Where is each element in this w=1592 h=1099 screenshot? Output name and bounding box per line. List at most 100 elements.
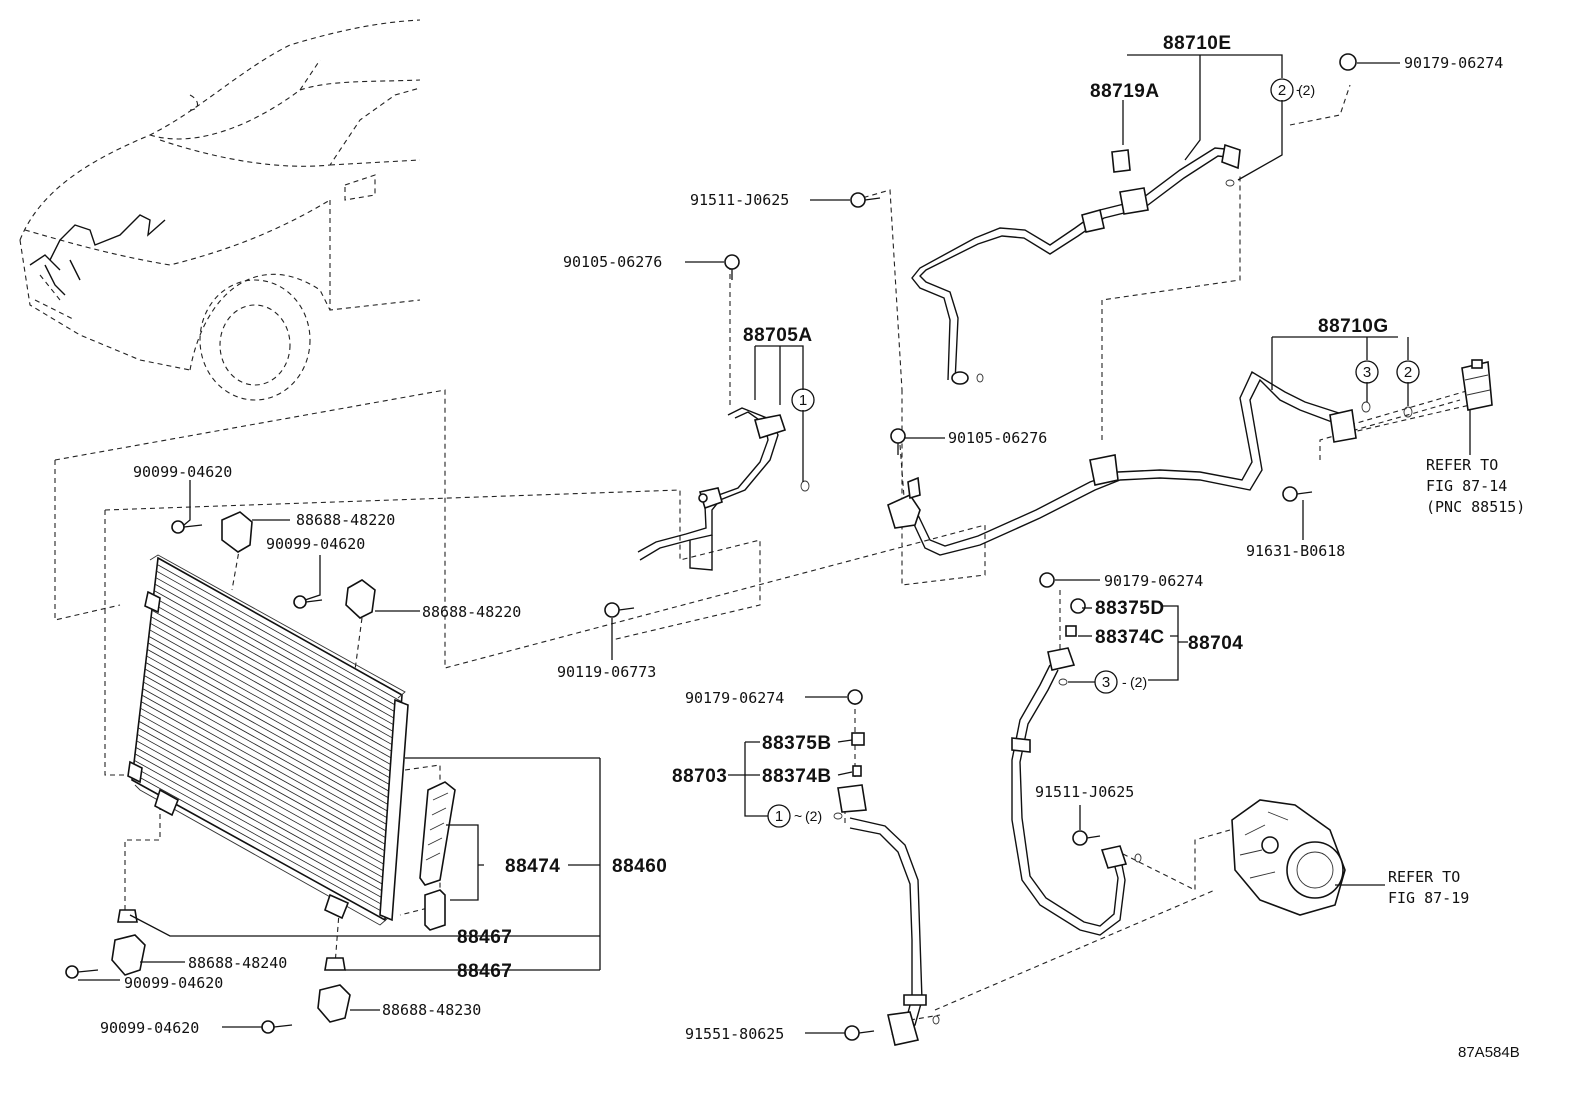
callout-88710G[interactable]: 88710G [1318,316,1389,337]
refer-note-1-line-3: (PNC 88515) [1426,498,1525,516]
pipe-88710G [887,370,1357,556]
condenser-fin-line [144,668,394,808]
condenser-fin-line [140,707,391,848]
svg-text:-: - [1296,81,1301,97]
callout-88460[interactable]: 88460 [612,856,667,877]
circled-markers: 2 (2) - 1 3 2 3 - (2) 1 ~ (2) [767,78,1420,828]
callout-90179-06274-top[interactable]: 90179-06274 [1404,54,1503,72]
condenser-fin-line [152,603,399,742]
marker-circle-3-right [1355,360,1379,384]
marker-3-right: 3 [1363,364,1371,381]
marker-circle-1-lower [767,804,791,828]
reference-notes: REFER TO FIG 87-14 (PNC 88515) REFER TO … [1388,456,1525,907]
hose-88703 [837,784,927,1046]
callout-90179-06274-mid[interactable]: 90179-06274 [1104,572,1203,590]
callout-88467-b[interactable]: 88467 [457,961,512,982]
condenser-fin-line [136,740,389,881]
condenser-fin-line [147,642,396,782]
condenser-fin-line [143,681,393,822]
callout-90119-06773[interactable]: 90119-06773 [557,663,656,681]
refer-note-2-line-1: REFER TO [1388,868,1460,886]
condenser-fin-line [147,649,396,788]
marker-2-top-qty: (2) [1298,82,1315,98]
hose-88704 [1011,647,1128,936]
refer-note-1-line-2[interactable]: FIG 87-14 [1426,477,1507,495]
callout-90105-06276-upper[interactable]: 90105-06276 [563,253,662,271]
callout-88688-48230[interactable]: 88688-48230 [382,1001,481,1019]
condenser-fin-line [145,662,395,802]
marker-1-upper: 1 [799,392,807,409]
pipe-88710E [911,143,1241,385]
expansion-valve [1461,359,1493,411]
condenser-fin-line [149,629,397,769]
marker-2-right: 2 [1404,364,1412,381]
callout-88719A[interactable]: 88719A [1090,81,1160,102]
marker-2-top: 2 [1278,82,1286,99]
condenser-fin-line [148,636,397,775]
marker-3-mid-qty: (2) [1130,674,1147,690]
refer-note-2-line-2[interactable]: FIG 87-19 [1388,889,1469,907]
svg-text:~: ~ [794,808,802,824]
callout-88688-48240[interactable]: 88688-48240 [188,954,287,972]
callout-90099-04620-d[interactable]: 90099-04620 [100,1019,199,1037]
figure-code: 87A584B [1458,1044,1520,1061]
condenser-fin-line [144,675,394,815]
marker-1-lower: 1 [775,808,783,825]
callout-91551-80625[interactable]: 91551-80625 [685,1025,784,1043]
condenser-fin-line [133,766,387,908]
callout-88374C[interactable]: 88374C [1095,627,1165,648]
condenser-fin-line [154,583,401,722]
condenser-fin-line [137,727,390,868]
condenser-fin-line [142,688,393,828]
callout-88374B[interactable]: 88374B [762,766,832,787]
condenser-fin-line [140,701,392,841]
condenser-fin-line [135,747,388,888]
condenser-fin-line [134,760,387,901]
condenser-fin-line [157,564,402,702]
compressor [1231,799,1346,916]
callout-88704[interactable]: 88704 [1188,633,1243,654]
condenser-fin-line [146,655,395,795]
callout-88703[interactable]: 88703 [672,766,727,787]
pipe-88705A [637,407,787,571]
fasteners [604,53,1413,1041]
condenser-fin-line [137,733,389,875]
callout-91511-J0625-top[interactable]: 91511-J0625 [690,191,789,209]
condenser-fin-line [150,616,398,755]
callout-90179-06274-low[interactable]: 90179-06274 [685,689,784,707]
callout-88467-a[interactable]: 88467 [457,927,512,948]
condenser-assembly [127,554,409,926]
callout-88688-48220-a[interactable]: 88688-48220 [296,511,395,529]
condenser-fin-line [155,577,401,716]
callout-90099-04620-b[interactable]: 90099-04620 [266,535,365,553]
callout-88688-48220-b[interactable]: 88688-48220 [422,603,521,621]
part-number-callouts: 88710E 88719A 90179-06274 91511-J0625 90… [100,33,1503,1043]
condenser-fin-line [141,694,392,835]
leader-lines [78,54,1471,1034]
marker-circle-3-mid [1094,670,1118,694]
receiver-desiccant [419,781,456,931]
marker-circle-2-top [1270,78,1294,102]
marker-circle-1-upper [791,388,815,412]
condenser-fin-line [132,773,386,914]
condenser-fin-line [153,590,400,729]
marker-circle-2-right [1396,360,1420,384]
svg-text:-: - [1122,674,1127,690]
condenser-fin-line [134,753,388,894]
callout-91511-J0625-low[interactable]: 91511-J0625 [1035,783,1134,801]
callout-88474[interactable]: 88474 [505,856,560,877]
callout-90105-06276-lower[interactable]: 90105-06276 [948,429,1047,447]
callout-88375D[interactable]: 88375D [1095,598,1165,619]
callout-90099-04620-c[interactable]: 90099-04620 [124,974,223,992]
callout-88375B[interactable]: 88375B [762,733,832,754]
callout-88705A[interactable]: 88705A [743,325,813,346]
condenser-fin-line [153,596,400,736]
callout-90099-04620-a[interactable]: 90099-04620 [133,463,232,481]
marker-3-mid: 3 [1102,674,1110,691]
condenser-fin-line [151,609,399,749]
condenser-fin-line [139,714,391,855]
callout-91631-B0618[interactable]: 91631-B0618 [1246,542,1345,560]
callout-88710E[interactable]: 88710E [1163,33,1232,54]
